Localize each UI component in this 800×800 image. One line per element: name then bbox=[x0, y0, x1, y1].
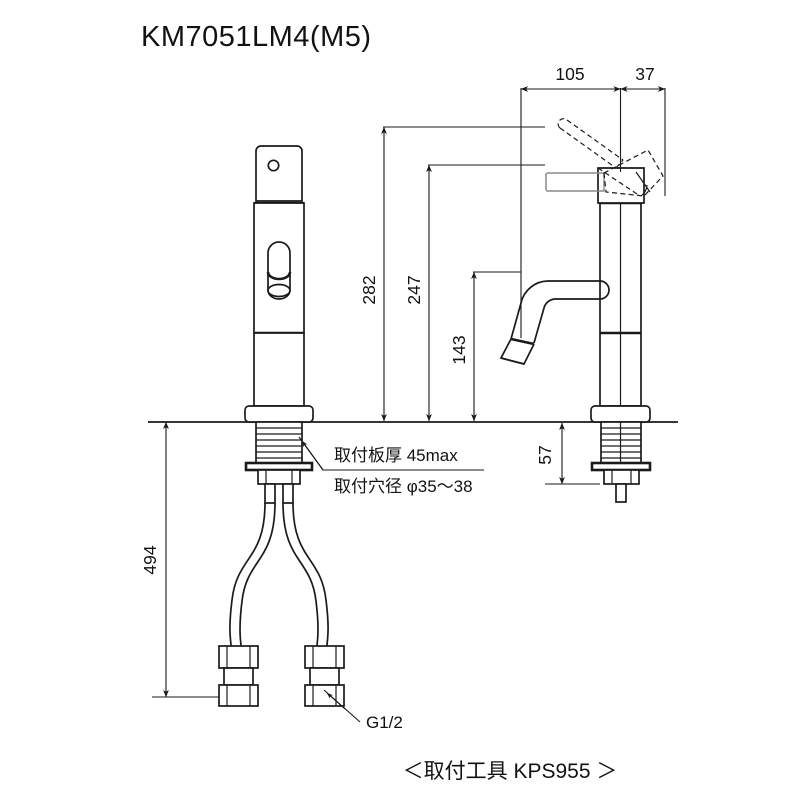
mounting-hole-diameter-label: 取付穴径 φ35〜38 bbox=[334, 477, 473, 496]
lever-handle-side[interactable] bbox=[545, 172, 605, 192]
flexible-supply-hoses bbox=[229, 502, 329, 647]
dimension-494-label: 494 bbox=[140, 545, 160, 574]
cap-screw-hole bbox=[267, 159, 280, 172]
dimension-143-label: 143 bbox=[449, 335, 469, 364]
body-top-cap bbox=[255, 145, 303, 202]
dimension-282-label: 282 bbox=[359, 275, 379, 304]
supply-tube-stubs bbox=[264, 483, 294, 504]
spout-outlet-front bbox=[266, 241, 292, 300]
hose-end-fitting-left bbox=[218, 645, 259, 707]
dimension-105-label: 105 bbox=[555, 64, 584, 84]
dimension-494: 494 bbox=[140, 421, 246, 698]
handle-open-position-dashed bbox=[557, 118, 664, 197]
front-elevation-view bbox=[218, 145, 345, 707]
page-title: KM7051LM4(M5) bbox=[141, 21, 372, 53]
dimension-143: 143 bbox=[449, 271, 521, 422]
thread-callout-label: G1/2 bbox=[366, 713, 403, 732]
mounting-thickness-label: 取付板厚 45max bbox=[334, 446, 458, 465]
bottom-caption: ＜取付工具 KPS955 ＞ bbox=[403, 760, 618, 783]
dimension-247-label: 247 bbox=[404, 275, 424, 304]
spout-side bbox=[499, 280, 610, 365]
hose-end-fitting-right bbox=[304, 645, 345, 707]
dimension-57-label: 57 bbox=[535, 445, 555, 464]
dimension-37: 37 bbox=[620, 64, 666, 196]
dimension-105: 105 bbox=[520, 64, 622, 338]
mounting-nut-front bbox=[244, 461, 314, 485]
dimension-57: 57 bbox=[535, 422, 600, 485]
base-flange-side bbox=[590, 405, 651, 423]
base-flange-front bbox=[244, 405, 314, 423]
mounting-nut-side bbox=[590, 461, 652, 485]
dimension-282: 282 bbox=[359, 126, 545, 422]
threaded-shank-front bbox=[255, 421, 303, 464]
threaded-shank-side bbox=[600, 421, 642, 464]
thread-callout: G1/2 bbox=[323, 689, 403, 732]
body-lower-barrel bbox=[253, 332, 305, 407]
dimension-247: 247 bbox=[404, 164, 545, 422]
side-elevation-view bbox=[499, 118, 664, 503]
body-column-side bbox=[599, 201, 642, 407]
dimension-37-label: 37 bbox=[635, 64, 654, 84]
supply-stub-side bbox=[615, 483, 627, 503]
mounting-callout: 取付板厚 45max 取付穴径 φ35〜38 bbox=[298, 436, 484, 496]
